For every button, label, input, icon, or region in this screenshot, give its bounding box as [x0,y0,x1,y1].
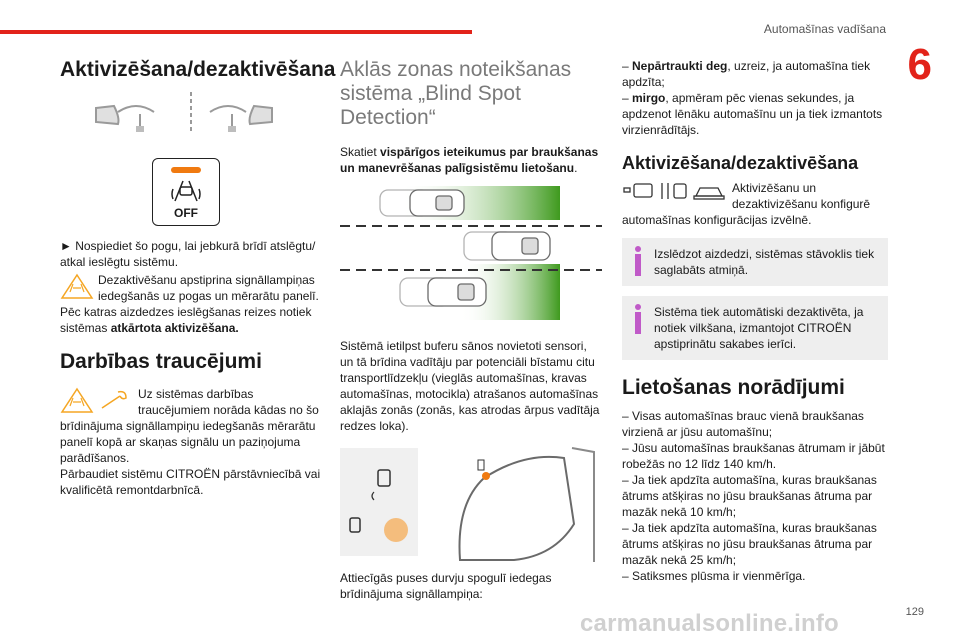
list-item: – Ja tiek apdzīta automašīna, kuras brau… [622,521,877,567]
heading-blind-spot: Aklās zonas noteikšanas sistēma „Blind S… [340,58,572,129]
para-deactivation-confirm: Dezaktivēšanu apstiprina signāllampiņas … [98,273,319,303]
car-icon [379,189,465,217]
info-icon [635,304,641,334]
para-see-general: Skatiet vispārīgos ieteikumus par braukš… [340,145,599,175]
para-system-description: Sistēmā ietilpst buferu sānos novietoti … [340,339,600,433]
steering-wheel-icon [209,104,273,132]
heading-activation: Aktivizēšana/dezaktivēšana [60,58,336,81]
chapter-number: 6 [907,40,932,89]
list-item: – Ja tiek apdzīta automašīna, kuras brau… [622,473,877,519]
car-icon [693,187,725,200]
para-mirror-lamp: Attiecīgās puses durvju spogulī iedegas … [340,571,552,601]
para-reactivation: Pēc katras aizdedzes ieslēgšanas reizes … [60,305,312,335]
info-box-towing: Sistēma tiek automātiski dezaktivēta, ja… [622,296,888,360]
blind-spot-zone-figure [340,186,602,320]
off-label: OFF [174,206,198,220]
config-menu-icons [623,183,725,200]
screen-icon [623,183,653,198]
para-check-dealer: Pārbaudiet sistēmu CITROËN pārstāvniecīb… [60,467,321,497]
usage-list: – Visas automašīnas brauc vienā braukšan… [622,408,888,584]
mirror-lamp-figure [340,444,602,564]
warning-lamp [482,472,490,480]
list-item: – Jūsu automašīnas braukšanas ātrumam ir… [622,441,885,471]
column-1: Aktivizēšana/dezaktivēšana OFF ► Nospied… [60,52,336,498]
list-item: – Nepārtraukti deg, uzreiz, ja automašīn… [622,59,871,89]
section-title: Automašīnas vadīšana [763,22,886,36]
watermark: carmanualsonline.info [580,610,839,637]
page-number: 129 [905,606,924,618]
para-malfunction: Uz sistēmas darbības traucējumiem norāda… [60,387,319,465]
steering-wheel-icon [95,104,155,132]
column-2: Aklās zonas noteikšanas sistēma „Blind S… [340,52,602,602]
steering-wheel-controls-figure [95,92,273,132]
warning-triangle-icon [60,387,127,413]
info-towing-text: Sistēma tiek automātiski dezaktivēta, ja… [654,305,864,351]
info-icon [635,246,641,276]
column-3: – Nepārtraukti deg, uzreiz, ja automašīn… [622,52,888,584]
list-item: – Satiksmes plūsma ir vienmērīga. [622,569,806,583]
mirror-lamp-icon [340,448,418,556]
header-accent-bar [0,30,472,34]
off-button-icon: OFF [152,158,220,226]
car-icon [463,231,551,261]
car-icon [399,277,487,307]
para-press-button: ► Nospiediet šo pogu, lai jebkurā brīdī … [60,239,316,269]
para-activation-config: Aktivizēšanu un dezaktivizēšanu konfigur… [622,181,871,227]
heading-activation-2: Aktivizēšana/dezaktivēšana [622,153,859,173]
info-memory-text: Izslēdzot aizdedzi, sistēmas stāvoklis t… [654,247,875,277]
warning-triangle-icon [60,273,94,299]
wrench-icon [101,390,127,409]
settings-icon [661,183,687,199]
heading-usage-instructions: Lietošanas norādījumi [622,376,845,399]
list-item: – mirgo, apmēram pēc vienas sekundes, ja… [622,91,883,137]
info-box-memory: Izslēdzot aizdedzi, sistēmas stāvoklis t… [622,238,888,286]
heading-malfunction: Darbības traucējumi [60,350,262,373]
list-item: – Visas automašīnas brauc vienā braukšan… [622,409,864,439]
